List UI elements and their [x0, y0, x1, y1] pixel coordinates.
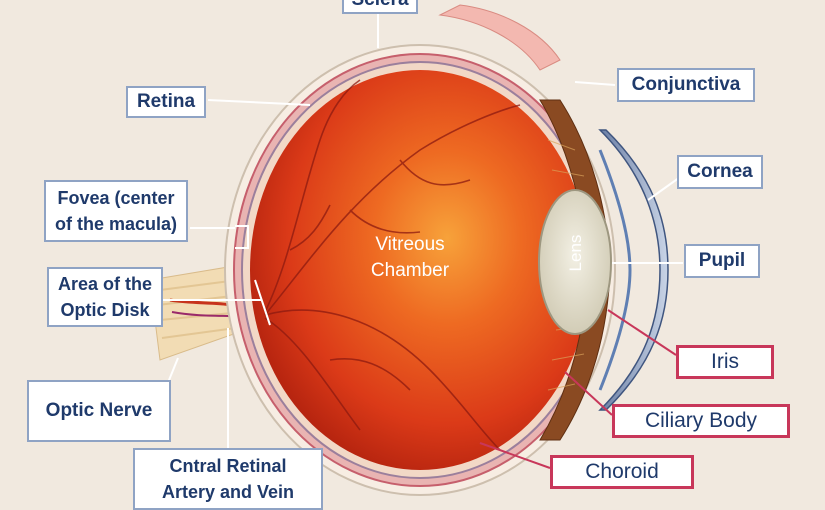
pointer-lines: [160, 12, 684, 448]
optic-disk-label: Area of the Optic Disk: [47, 267, 163, 327]
ciliary-body-label: Ciliary Body: [612, 404, 790, 438]
sclera-label: Sclera: [342, 0, 418, 14]
lens-label: Lens: [566, 234, 585, 272]
vitreous-chamber-label: Vitreous Chamber: [370, 234, 450, 281]
choroid-label: Choroid: [550, 455, 694, 489]
iris-shape: [598, 149, 632, 391]
retinal-artery-label: Cntral Retinal Artery and Vein: [133, 448, 323, 510]
muscle-shape: [438, 4, 561, 71]
pupil-label: Pupil: [684, 244, 760, 278]
conjunctiva-label: Conjunctiva: [617, 68, 755, 102]
retina-label: Retina: [126, 86, 206, 118]
vitreous-chamber-shape: [250, 70, 590, 470]
retinal-vessels: [264, 79, 521, 451]
fovea-label: Fovea (center of the macula): [44, 180, 188, 242]
iris-label: Iris: [676, 345, 774, 379]
optic-nerve-label: Optic Nerve: [27, 380, 171, 442]
cornea-label: Cornea: [677, 155, 763, 189]
highlight-pointer-lines: [479, 309, 677, 469]
lens-shape: [538, 189, 612, 335]
